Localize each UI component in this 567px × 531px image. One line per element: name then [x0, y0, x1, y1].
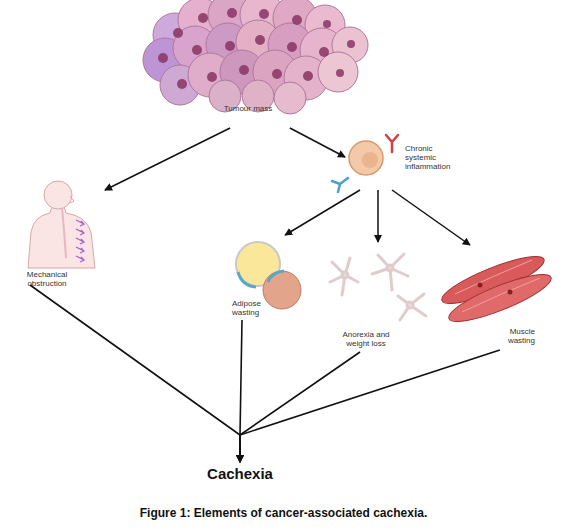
connector-arrow — [240, 352, 360, 462]
connector-arrow — [30, 285, 240, 462]
node-label: Cachexia — [195, 465, 285, 482]
connector-arrow — [105, 128, 230, 190]
diagram-node: Cachexia — [195, 462, 285, 486]
diagram-node: Muscle wasting — [440, 245, 555, 350]
patient-figure — [28, 181, 95, 268]
node-label: Mechanical obstruction — [17, 270, 77, 288]
neurons — [330, 254, 426, 320]
connector-arrow — [285, 190, 360, 235]
node-label: Adipose wasting — [232, 299, 272, 317]
cell-nuclei — [158, 8, 355, 89]
diagram-node: Chronic systemic inflammation — [345, 130, 485, 190]
node-label: Anorexia and weight loss — [335, 330, 397, 348]
node-label: Muscle wasting — [490, 327, 535, 345]
immune-cell — [332, 135, 398, 192]
connector-arrow — [377, 190, 379, 242]
diagram-node: Adipose wasting — [222, 235, 302, 320]
figure-caption: Figure 1: Elements of cancer-associated … — [0, 506, 567, 520]
diagram-node: Mechanical obstruction — [15, 190, 125, 285]
connector-arrow — [392, 190, 470, 245]
node-label: Chronic systemic inflammation — [405, 144, 465, 171]
diagram-node: Anorexia and weight loss — [322, 242, 442, 352]
adipocytes — [236, 242, 301, 309]
connector-arrow — [240, 320, 242, 462]
node-label: Tumour mass — [223, 104, 273, 113]
diagram-node: Tumour mass — [145, 0, 370, 128]
connector-arrow — [290, 128, 345, 157]
connector-arrow — [240, 350, 500, 462]
muscle-fibres — [438, 248, 556, 329]
tumour-cells — [143, 0, 368, 114]
